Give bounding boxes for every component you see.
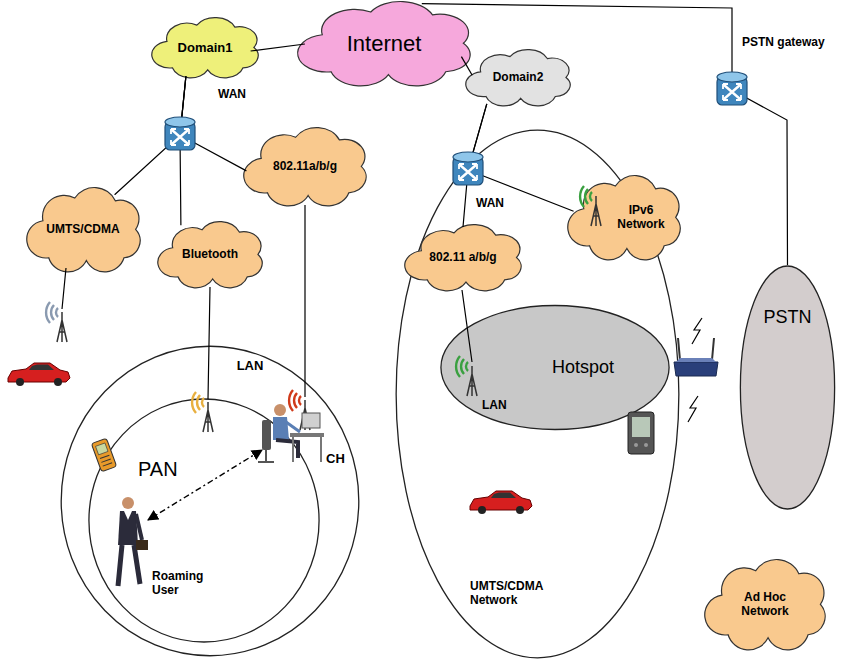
node-label: Ad Hoc Network bbox=[734, 591, 796, 619]
diagram-label: WAN bbox=[218, 88, 246, 102]
node-label: UMTS/CDMA Network bbox=[470, 580, 555, 608]
network-cloud: Domain2 bbox=[466, 50, 570, 106]
router-icon bbox=[165, 117, 195, 150]
network-link bbox=[468, 104, 574, 212]
network-link bbox=[461, 57, 472, 76]
antenna-icon bbox=[456, 356, 477, 396]
network-link bbox=[251, 44, 305, 51]
correspondent-host-figure bbox=[258, 404, 324, 462]
car-icon bbox=[470, 491, 532, 514]
node-label: Domain1 bbox=[178, 41, 233, 56]
network-cloud: UMTS/CDMA bbox=[27, 188, 140, 272]
wireless-router-icon bbox=[674, 338, 718, 376]
phone-icon bbox=[91, 438, 116, 472]
node-label: Domain2 bbox=[493, 71, 544, 85]
diagram-label: Roaming User bbox=[152, 570, 214, 598]
node-label: IPv6 Network bbox=[612, 204, 670, 232]
antenna-icon bbox=[192, 392, 213, 432]
node-label: Hotspot bbox=[552, 357, 614, 378]
network-region: PSTN bbox=[740, 265, 835, 510]
node-label: 802.11 a/b/g bbox=[429, 251, 496, 265]
network-link bbox=[180, 76, 186, 225]
router-icon bbox=[717, 72, 747, 105]
node-label: LAN bbox=[237, 359, 264, 374]
node-label: Internet bbox=[347, 31, 422, 56]
network-cloud: Domain1 bbox=[152, 18, 258, 78]
node-label: PSTN bbox=[763, 307, 811, 328]
diagram-label: LAN bbox=[482, 399, 507, 413]
antenna-icon bbox=[46, 302, 67, 342]
wireless-bolt bbox=[692, 318, 702, 344]
network-cloud: IPv6 Network bbox=[568, 176, 680, 260]
roaming-user-figure bbox=[118, 497, 148, 586]
network-cloud: Internet bbox=[298, 2, 470, 86]
node-label: Bluetooth bbox=[182, 248, 238, 262]
node-label: 802.11a/b/g bbox=[273, 160, 337, 174]
node-outline bbox=[88, 398, 320, 643]
network-region: UMTS/CDMA Network 802.11 a/b/g IPv6 Networ… bbox=[395, 128, 680, 660]
network-region: LAN PAN bbox=[60, 345, 360, 657]
access-line bbox=[62, 205, 472, 399]
diagram-label: WAN bbox=[476, 197, 504, 211]
network-cloud: 802.11a/b/g bbox=[244, 128, 366, 206]
diagram-label: CH bbox=[326, 452, 345, 467]
node-label: UMTS/CDMA bbox=[46, 223, 119, 237]
network-region: PAN bbox=[88, 398, 320, 643]
network-cloud: 802.11 a/b/g bbox=[405, 225, 521, 291]
pda-icon bbox=[628, 412, 654, 454]
network-cloud: Ad Hoc Network bbox=[705, 560, 825, 650]
network-link bbox=[422, 4, 788, 265]
antenna-icon bbox=[580, 186, 601, 226]
network-cloud: Bluetooth bbox=[158, 222, 262, 288]
router-icon bbox=[453, 152, 483, 185]
diagram-label: PSTN gateway bbox=[742, 36, 825, 50]
wireless-bolt bbox=[688, 396, 698, 422]
node-outline bbox=[740, 265, 835, 510]
node-label: PAN bbox=[138, 458, 178, 481]
node-outline bbox=[60, 345, 360, 657]
network-region: Hotspot bbox=[440, 305, 670, 430]
car-icon bbox=[8, 363, 70, 386]
